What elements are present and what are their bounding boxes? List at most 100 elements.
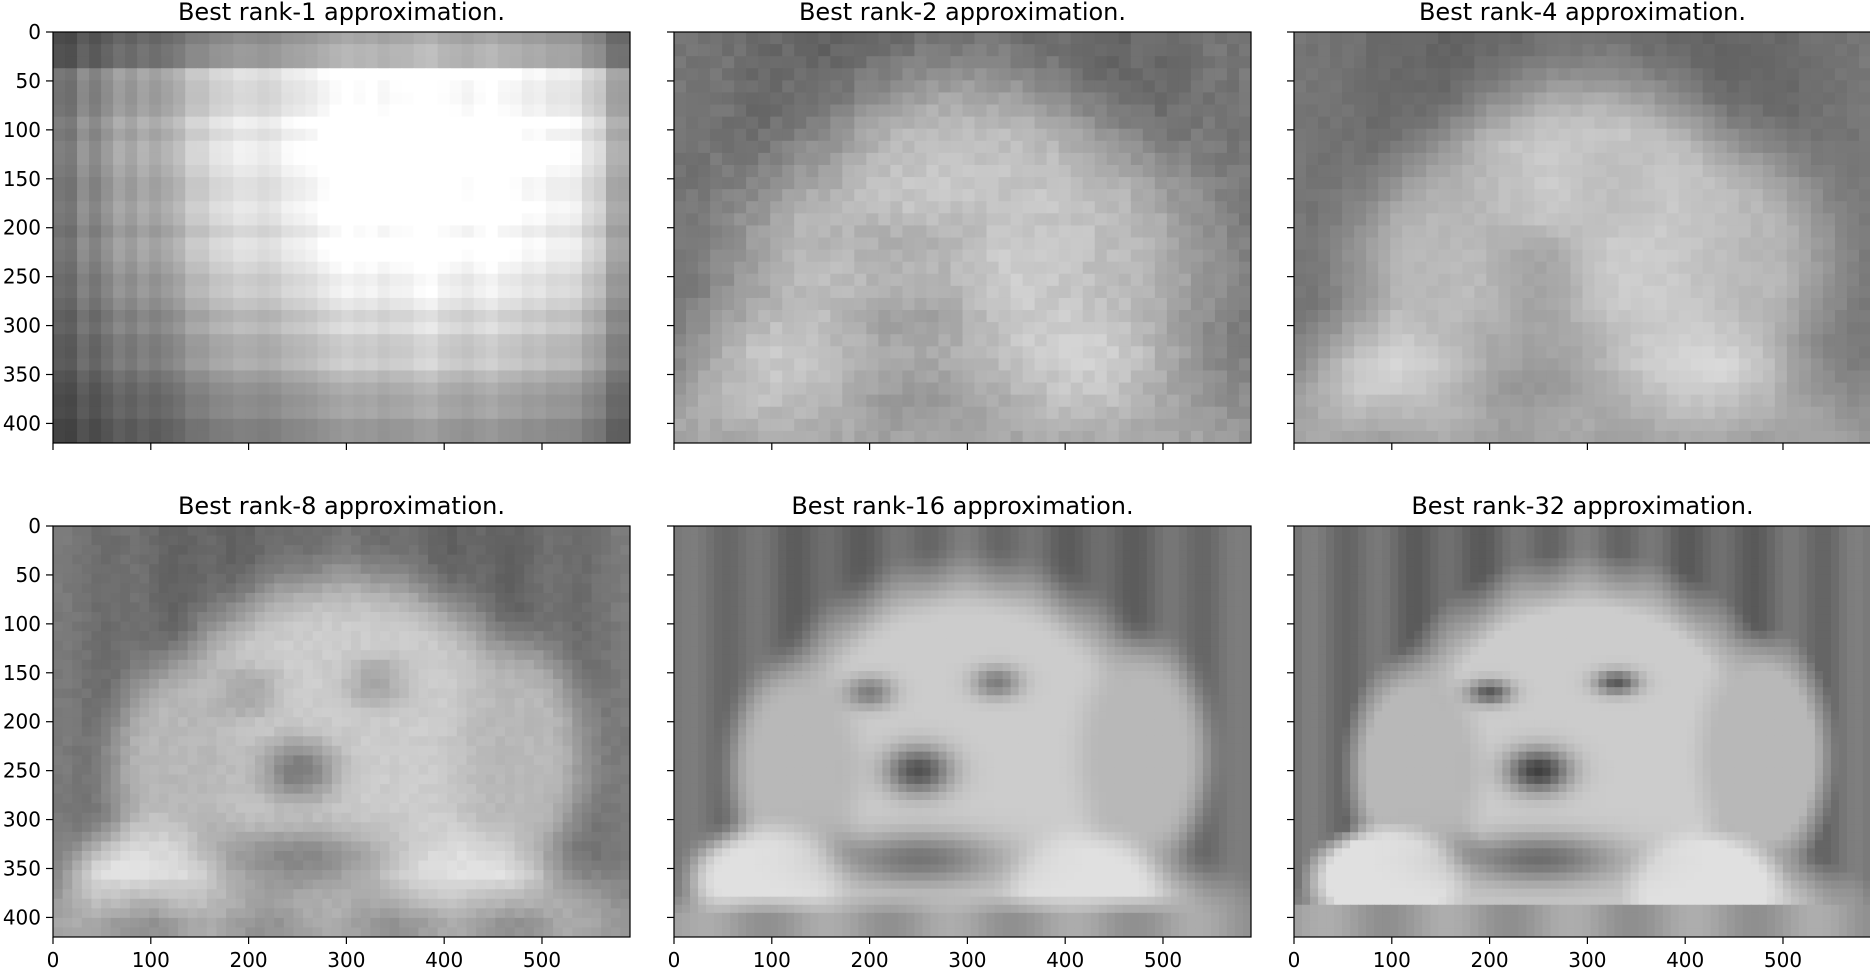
pixel-cell [605,116,619,130]
pixel-cell [161,310,174,323]
pixel-cell [569,370,583,384]
pixel-cell [77,140,90,154]
pixel-cell [461,237,475,251]
pixel-cell [806,201,819,214]
pixel-cell [1118,164,1132,178]
pixel-cell [1582,68,1596,81]
pixel-cell [830,225,843,239]
pixel-cell [1166,418,1180,432]
pixel-cell [557,164,571,178]
pixel-cell [161,237,174,251]
pixel-cell [770,334,783,347]
pixel-cell [1366,249,1379,263]
pixel-cell [461,177,475,190]
pixel-cell [65,44,78,57]
pixel-cell [1558,164,1572,178]
pixel-cell [914,201,928,214]
pixel-cell [305,310,319,323]
pixel-cell [1366,213,1379,227]
pixel-cell [137,128,150,142]
pixel-cell [1342,285,1355,299]
pixel-cell [389,237,403,251]
pixel-cell [533,177,547,190]
pixel-cell [674,237,687,251]
pixel-cell [281,56,295,69]
pixel-cell [473,310,487,323]
pixel-cell [782,92,795,106]
pixel-cell [1618,44,1632,57]
pixel-cell [1570,80,1584,94]
panel-rank-1: Best rank-1 approximation.05010015020025… [3,0,631,450]
pixel-cell [1690,310,1704,323]
pixel-cell [758,261,771,275]
pixel-cell [1798,225,1812,239]
pixel-cell [437,322,451,335]
pixel-cell [437,104,451,118]
pixel-cell [818,152,831,166]
pixel-cell [473,334,487,347]
pixel-cell [1834,201,1848,214]
pixel-cell [113,346,126,359]
pixel-cell [1022,104,1036,118]
pixel-cell [1582,285,1596,299]
pixel-cell [209,285,222,299]
pixel-cell [65,322,78,335]
pixel-cell [221,189,234,202]
pixel-cell [209,273,222,287]
pixel-cell [449,285,463,299]
pixel-cell [425,225,439,239]
pixel-cell [173,152,186,166]
pixel-cell [1342,249,1355,263]
pixel-cell [1774,382,1788,396]
pixel-cell [125,32,138,45]
pixel-cell [305,346,319,359]
pixel-cell [1858,140,1870,154]
pixel-cell [1858,358,1870,372]
pixel-cell [425,189,439,202]
pixel-cell [569,418,583,432]
pixel-cell [1082,80,1096,94]
pixel-cell [1642,358,1656,372]
pixel-cell [1226,297,1240,311]
pixel-cell [1510,322,1523,335]
pixel-cell [1654,177,1668,190]
pixel-cell [521,322,535,335]
pixel-cell [1858,297,1870,311]
pixel-cell [545,189,559,202]
pixel-cell [998,177,1012,190]
pixel-cell [1426,285,1439,299]
pixel-cell [854,406,867,420]
pixel-cell [734,189,747,202]
pixel-cell [722,237,735,251]
pixel-cell [173,382,186,396]
pixel-cell [1798,152,1812,166]
pixel-cell [617,310,630,323]
pixel-cell [1238,152,1251,166]
pixel-cell [329,358,343,372]
pixel-cell [1534,128,1548,142]
pixel-cell [1058,104,1072,118]
pixel-cell [173,261,186,275]
pixel-cell [1606,140,1620,154]
pixel-cell [1678,430,1692,443]
pixel-cell [617,152,630,166]
pixel-cell [1726,322,1740,335]
pixel-cell [866,249,879,263]
pixel-cell [1678,189,1692,202]
pixel-cell [1450,68,1463,81]
pixel-cell [1774,140,1788,154]
pixel-cell [830,56,843,69]
pixel-cell [305,32,319,45]
pixel-cell [533,152,547,166]
pixel-cell [269,116,282,130]
pixel-cell [485,297,499,311]
pixel-cell [1378,346,1391,359]
pixel-cell [1426,104,1439,118]
pixel-cell [293,346,307,359]
pixel-cell [878,104,891,118]
pixel-cell [257,68,270,81]
pixel-cell [497,201,511,214]
pixel-cell [1570,370,1584,384]
pixel-cell [1378,310,1391,323]
pixel-cell [1798,213,1812,227]
